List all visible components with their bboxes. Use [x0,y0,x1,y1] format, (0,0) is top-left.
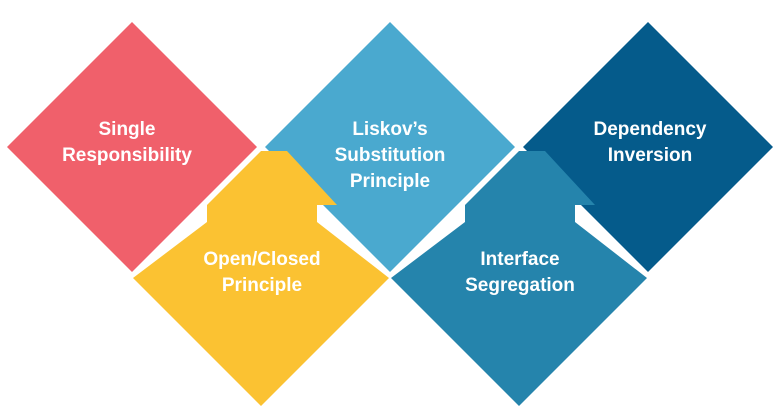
open-closed-label: Open/Closed Principle [203,247,320,299]
single-responsibility-label: Single Responsibility [62,117,192,169]
single-responsibility-line-2: Responsibility [62,145,192,166]
single-responsibility-line-1: Single [98,119,156,140]
liskov-substitution-line-1: Liskov’s [352,119,428,140]
open-closed-line-1: Open/Closed [203,249,321,270]
interface-segregation-label: Interface Segregation [465,247,575,299]
open-closed-tile [133,151,389,406]
liskov-substitution-tile [265,22,515,272]
interface-segregation-tile [391,151,647,406]
open-closed-line-2: Principle [221,275,303,296]
single-responsibility-tile [7,22,257,272]
interface-segregation-line-2: Segregation [465,275,575,296]
liskov-substitution-line-2: Substitution [334,145,446,166]
liskov-substitution-label: Liskov’s Substitution Principle [335,117,446,195]
dependency-inversion-tile [523,22,773,272]
dependency-inversion-line-2: Inversion [607,145,693,166]
liskov-substitution-line-3: Principle [349,171,431,192]
dependency-inversion-line-1: Dependency [593,119,707,140]
interface-segregation-line-1: Interface [480,249,560,270]
dependency-inversion-label: Dependency Inversion [594,117,707,169]
